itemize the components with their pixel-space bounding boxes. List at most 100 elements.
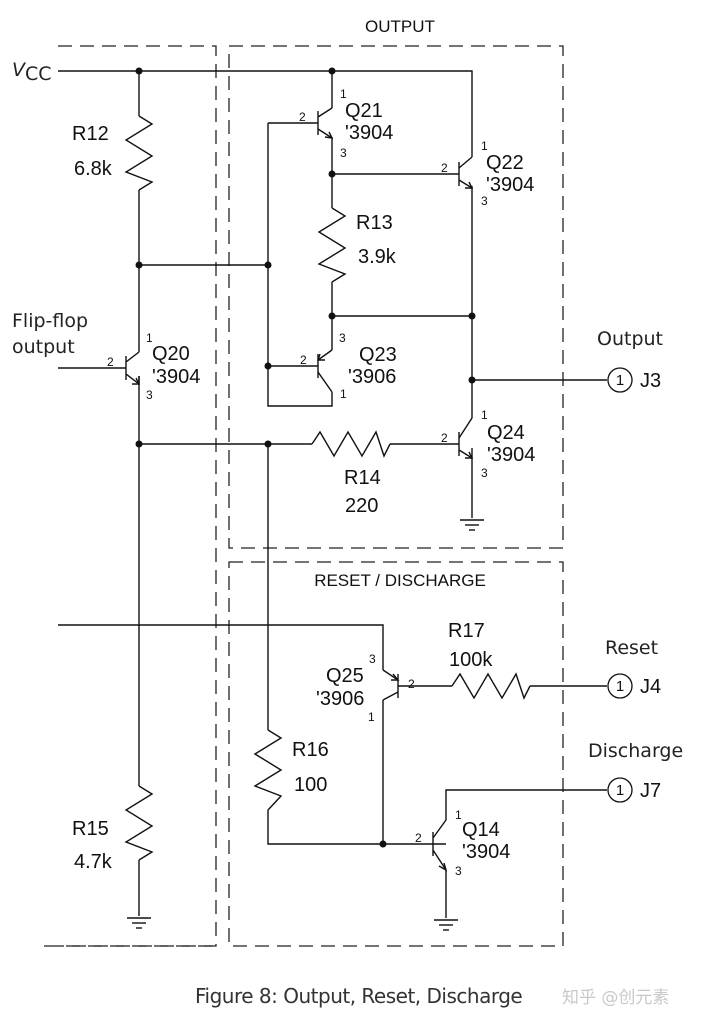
output-section-title: OUTPUT: [365, 17, 435, 36]
q22-part: '3904: [486, 174, 534, 196]
svg-text:1: 1: [481, 408, 488, 422]
q25-name: Q25: [326, 665, 364, 687]
q14-name: Q14: [462, 819, 500, 841]
connector-j7-label: Discharge: [588, 740, 683, 762]
flip-flop-label-line1: Flip-flop: [12, 310, 88, 332]
svg-text:2: 2: [441, 431, 448, 445]
transistor-q22-symbol: [458, 156, 474, 189]
svg-text:1: 1: [616, 782, 624, 799]
watermark: 知乎 @创元素: [562, 988, 669, 1008]
transistor-q21-symbol: [317, 107, 334, 139]
q20-part: '3904: [152, 366, 200, 388]
svg-text:3: 3: [481, 466, 488, 480]
q25-part: '3906: [316, 688, 364, 710]
transistor-q25-symbol: [382, 669, 400, 701]
connector-j3-pin-icon: [607, 367, 633, 393]
resistor-r15-symbol: [124, 785, 154, 861]
connector-j4: 1 J4 Reset: [605, 637, 661, 699]
r12-value: 6.8k: [74, 158, 113, 180]
flip-flop-label-line2: output: [12, 336, 75, 358]
transistor-q23-symbol: [317, 349, 333, 393]
wire: [267, 810, 446, 845]
junction: [468, 312, 476, 320]
transistor-symbols: [125, 107, 474, 872]
svg-text:3: 3: [369, 652, 376, 666]
junction: [328, 312, 336, 320]
q21-part: '3904: [345, 122, 393, 144]
wires: [58, 70, 607, 918]
svg-text:2: 2: [107, 355, 114, 369]
svg-text:2: 2: [408, 677, 415, 691]
ground-icon: [434, 919, 458, 931]
junction: [328, 67, 336, 75]
junction: [135, 261, 143, 269]
svg-text:3: 3: [455, 864, 462, 878]
svg-text:2: 2: [300, 353, 307, 367]
svg-text:2: 2: [415, 831, 422, 845]
ground-symbols: [127, 519, 484, 931]
r13-value: 3.9k: [358, 246, 397, 268]
junction: [468, 376, 476, 384]
junction: [264, 440, 272, 448]
transistor-q24-symbol: [458, 417, 474, 459]
connector-j3-label: Output: [597, 328, 663, 350]
svg-text:1: 1: [455, 808, 462, 822]
svg-text:3: 3: [146, 388, 153, 402]
wire: [58, 624, 384, 670]
transistor-q14-symbol: [432, 819, 448, 872]
r15-name: R15: [72, 818, 109, 840]
discharge-wire: [445, 789, 607, 820]
section-boxes: [44, 45, 564, 947]
junction: [264, 362, 272, 370]
vcc-label: V CC: [12, 59, 52, 85]
r15-value: 4.7k: [74, 851, 113, 873]
q23-part: '3906: [348, 366, 396, 388]
connector-j7-ref: J7: [640, 780, 661, 802]
ground-icon: [127, 917, 151, 929]
connector-j3-ref: J3: [640, 370, 661, 392]
transistor-labels: Q20 '3904 1 2 3 Q21 '3904 1 2 3 Q22 '390…: [107, 87, 535, 878]
junction: [264, 261, 272, 269]
svg-text:1: 1: [616, 678, 624, 695]
junction: [135, 440, 143, 448]
junction: [328, 170, 336, 178]
connector-j4-pin-icon: [607, 673, 633, 699]
resistor-r14-symbol: [311, 430, 391, 458]
output-section-border: [228, 45, 564, 549]
junction: [135, 67, 143, 75]
r13-name: R13: [356, 212, 393, 234]
r16-value: 100: [294, 774, 327, 796]
transistor-q20-symbol: [125, 336, 141, 385]
resistor-labels: R12 6.8k R13 3.9k R14 220 R15 4.7k R16 1…: [72, 123, 493, 873]
q20-name: Q20: [152, 343, 190, 365]
q23-name: Q23: [359, 344, 397, 366]
reset-discharge-section-border: [228, 561, 564, 947]
resistor-symbols: [124, 115, 531, 861]
svg-text:1: 1: [368, 710, 375, 724]
svg-text:3: 3: [340, 146, 347, 160]
svg-text:2: 2: [441, 161, 448, 175]
r16-name: R16: [292, 739, 329, 761]
svg-text:1: 1: [340, 387, 347, 401]
connector-j7-pin-icon: [607, 777, 633, 803]
connector-j4-label: Reset: [605, 637, 658, 659]
r17-name: R17: [448, 620, 485, 642]
svg-text:3: 3: [481, 194, 488, 208]
svg-text:2: 2: [299, 110, 306, 124]
svg-text:1: 1: [616, 372, 624, 389]
ground-icon: [460, 519, 484, 531]
r14-name: R14: [344, 467, 381, 489]
vcc-rail: [58, 70, 473, 157]
r14-value: 220: [345, 495, 378, 517]
q24-name: Q24: [487, 422, 525, 444]
svg-text:1: 1: [340, 87, 347, 101]
q14-part: '3904: [462, 841, 510, 863]
vcc-main: V: [12, 59, 27, 81]
q24-part: '3904: [487, 444, 535, 466]
svg-text:1: 1: [146, 331, 153, 345]
resistor-r17-symbol: [451, 672, 531, 700]
r17-value: 100k: [449, 649, 493, 671]
q22-name: Q22: [486, 152, 524, 174]
connector-j7: 1 J7 Discharge: [588, 740, 683, 803]
